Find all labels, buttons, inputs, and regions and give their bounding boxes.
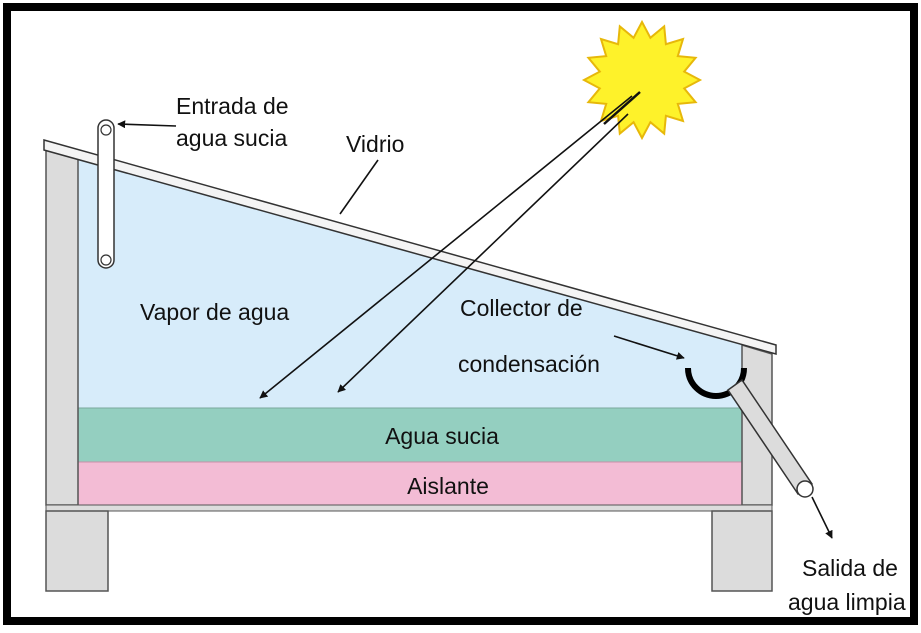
sun-ray-1: [259, 95, 633, 399]
inlet-pipe-top-cap: [100, 124, 112, 136]
inlet-pipe-bottom-cap: [100, 254, 112, 266]
outlet-label-line1: Salida de: [802, 555, 898, 581]
sun-ray-2: [337, 113, 629, 393]
vapor-label: Vapor de agua: [140, 299, 289, 325]
dirty-water-label: Agua sucia: [385, 423, 499, 449]
outlet-pointer: [811, 496, 833, 539]
outlet-pipe-end: [796, 480, 814, 498]
sun-ray-core: [603, 91, 641, 125]
right-foot: [711, 510, 773, 592]
left-foot: [45, 510, 109, 592]
insulation-label: Aislante: [407, 473, 489, 499]
base-slab: [45, 504, 773, 512]
condensation-collector: [685, 367, 747, 399]
dirty-water-layer: [77, 407, 743, 463]
vapor-chamber: [78, 158, 742, 408]
collector-label-line1: Collector de: [460, 295, 583, 321]
inlet-pointer: [117, 120, 177, 129]
inlet-label-line1: Entrada de: [176, 93, 289, 119]
left-wall: [45, 149, 79, 506]
glass-cover: [43, 139, 777, 355]
inlet-label-line2: agua sucia: [176, 125, 287, 151]
sun-icon: [581, 19, 703, 141]
outlet-label-line2: agua limpia: [788, 589, 906, 615]
inlet-pipe: [97, 119, 115, 269]
glass-label: Vidrio: [346, 131, 404, 157]
glass-pointer: [339, 159, 379, 215]
collector-pointer: [613, 335, 685, 360]
collector-label-line2: condensación: [458, 351, 600, 377]
